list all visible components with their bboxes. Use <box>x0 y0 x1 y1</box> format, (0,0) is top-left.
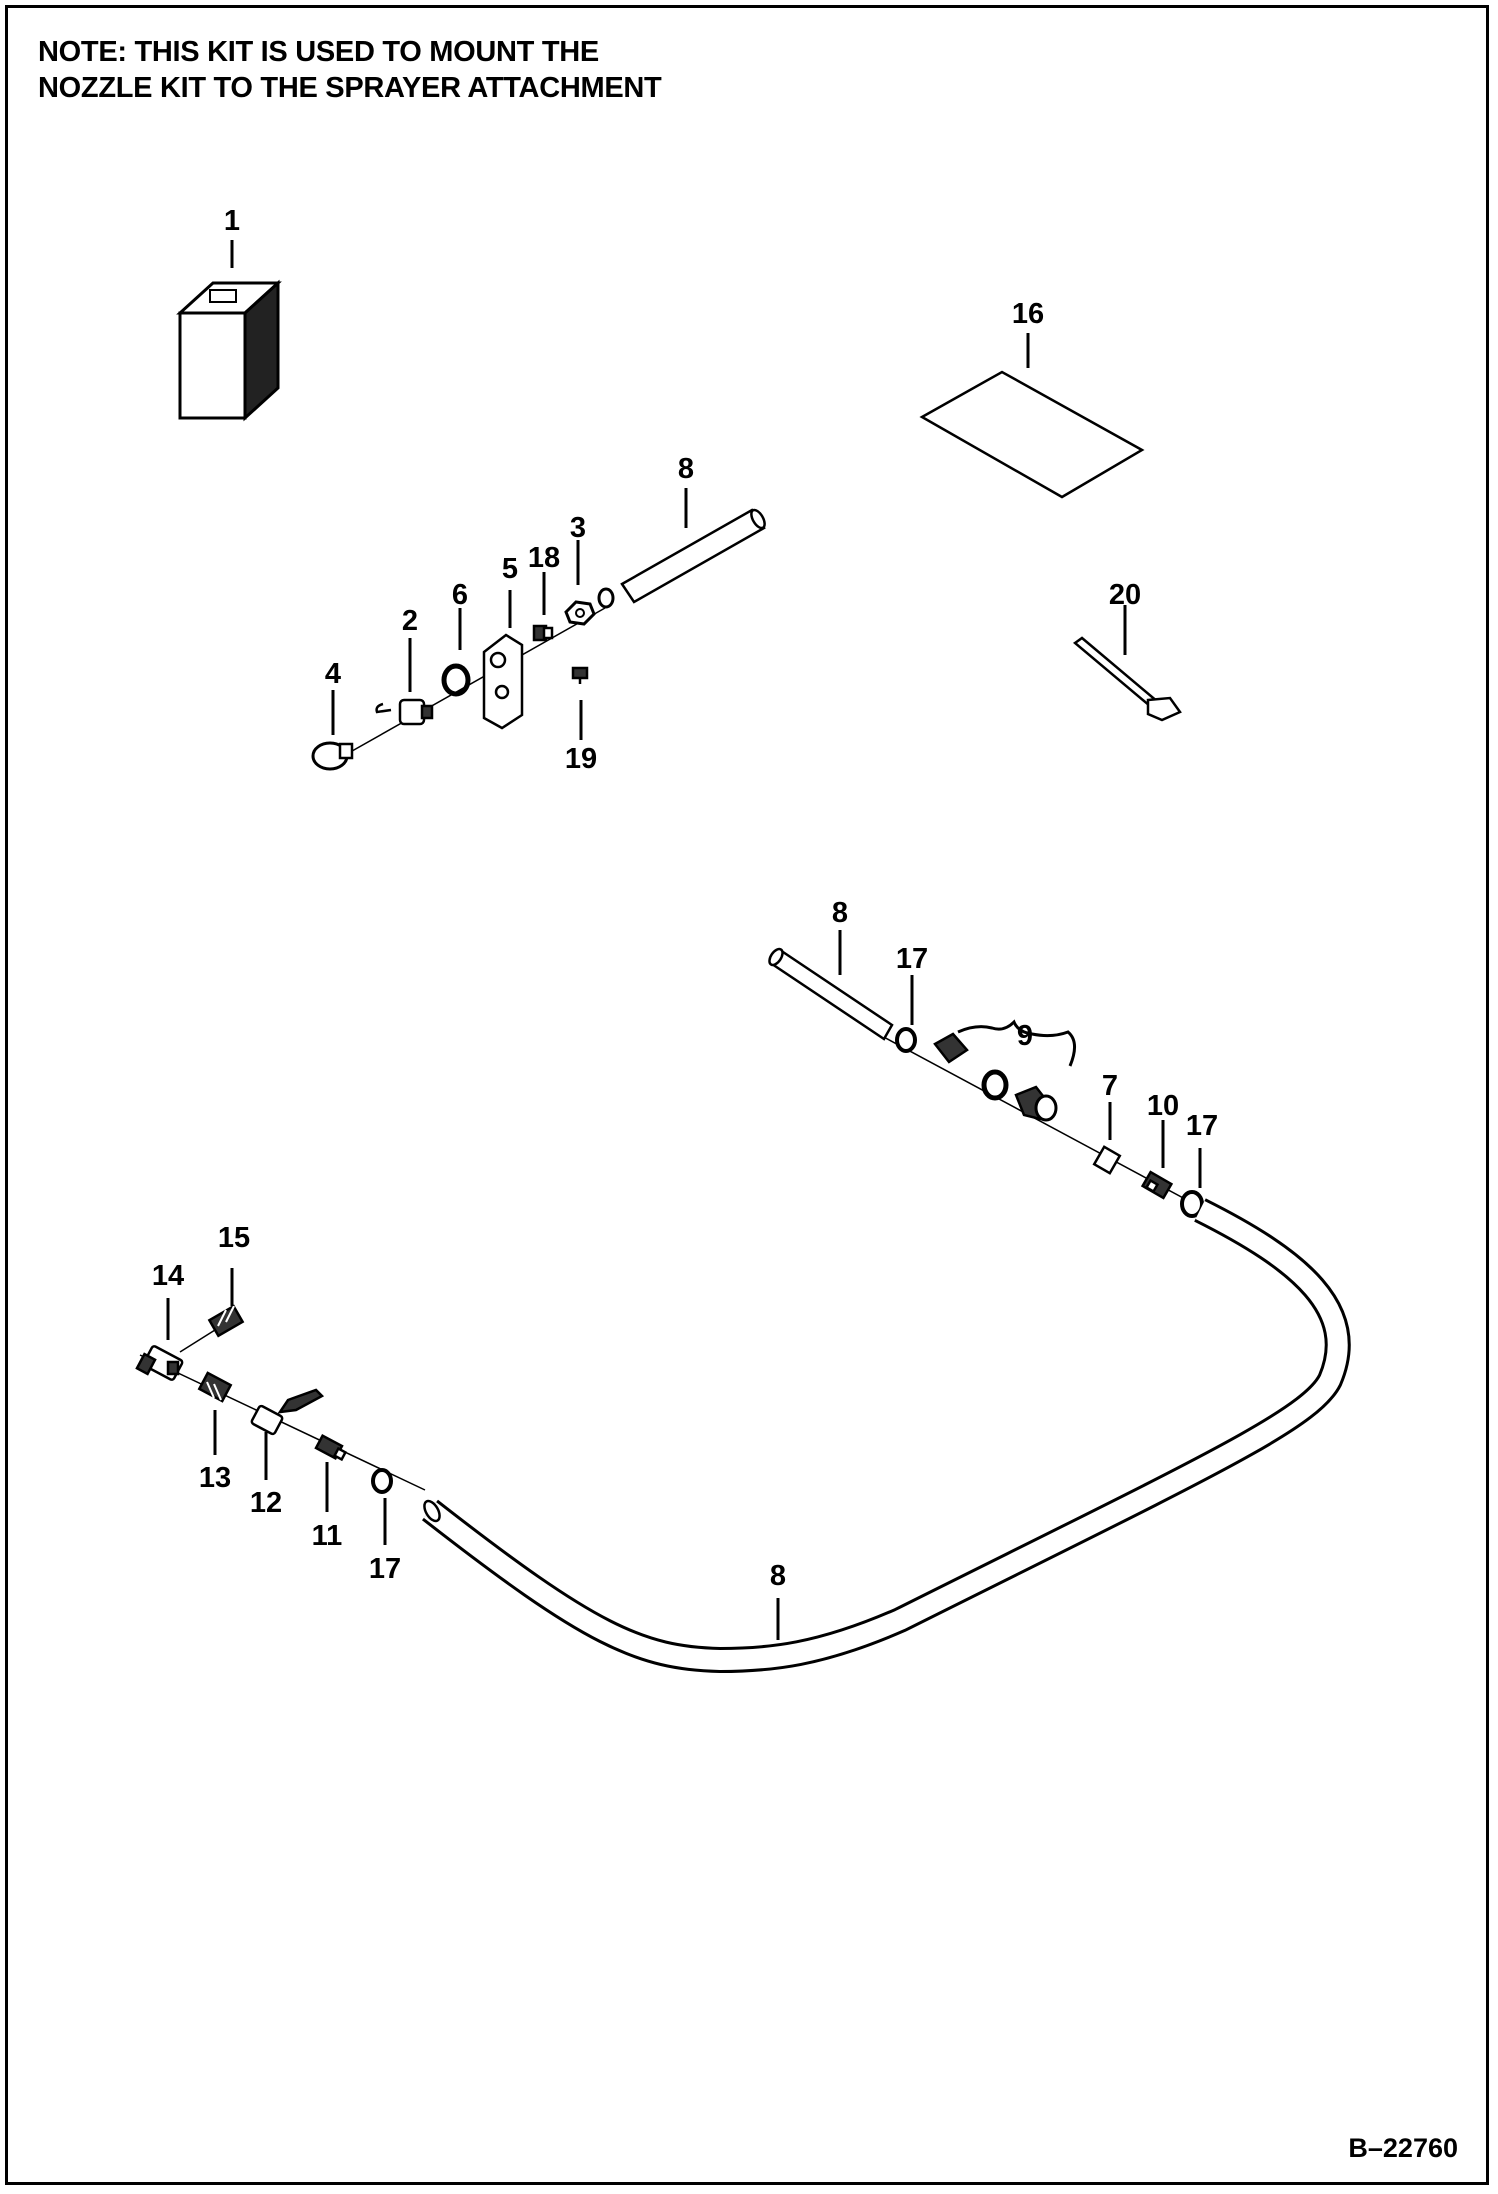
callout-8-short: 8 <box>832 897 848 929</box>
part-8-hose-long <box>421 1198 1351 1674</box>
part-11-fitting <box>314 1433 348 1462</box>
callout-15: 15 <box>218 1222 250 1254</box>
part-8-hose-short <box>770 948 894 1041</box>
part-15-nipple <box>179 1304 245 1353</box>
callout-13: 13 <box>199 1462 231 1494</box>
leader-lines <box>166 240 1202 1640</box>
callout-14: 14 <box>152 1260 184 1292</box>
callout-8-long: 8 <box>770 1560 786 1592</box>
upper-valve-assembly <box>311 508 766 771</box>
callout-6: 6 <box>452 579 468 611</box>
part-1-box <box>176 279 282 422</box>
part-14-tee <box>135 1345 184 1381</box>
part-10-adapter <box>1140 1170 1174 1200</box>
part-19-screw <box>571 666 589 684</box>
part-8-hose-upper <box>620 508 766 604</box>
callout-3: 3 <box>570 512 586 544</box>
callout-19: 19 <box>565 743 597 775</box>
callout-17-right: 17 <box>1186 1110 1218 1142</box>
callout-1: 1 <box>224 205 240 237</box>
part-4-knob <box>311 741 354 771</box>
figure-reference: B–22760 <box>1348 2133 1458 2163</box>
part-2-valve <box>375 698 434 726</box>
part-5-bracket <box>482 633 524 730</box>
callout-18: 18 <box>528 542 560 574</box>
callout-11: 11 <box>312 1520 343 1552</box>
callout-2: 2 <box>402 605 418 637</box>
part-12-ball-valve <box>250 1388 325 1436</box>
part-20-cable-tie <box>1072 636 1182 722</box>
callout-8-upper: 8 <box>678 453 694 485</box>
part-17-clamp-left <box>371 1468 393 1494</box>
callout-17-left: 17 <box>369 1553 401 1585</box>
callout-5: 5 <box>502 553 518 585</box>
part-3-nut <box>564 600 596 626</box>
callout-20: 20 <box>1109 579 1141 611</box>
callout-numbers: 1 16 8 3 18 5 6 2 4 19 20 8 17 9 7 10 17… <box>152 205 1218 1592</box>
callout-4: 4 <box>325 658 341 690</box>
part-18-fitting <box>532 624 554 642</box>
callout-16: 16 <box>1012 298 1044 330</box>
callout-9: 9 <box>1017 1020 1033 1052</box>
part-7-sleeve <box>1092 1145 1122 1175</box>
part-17-clamp-right <box>1180 1190 1204 1218</box>
callout-10: 10 <box>1147 1090 1179 1122</box>
callout-12: 12 <box>250 1487 282 1519</box>
part-6-o-ring <box>441 663 471 697</box>
note-line-1: NOTE: THIS KIT IS USED TO MOUNT THE <box>38 36 599 68</box>
washer-icon <box>597 587 615 609</box>
part-16-decal <box>919 370 1145 499</box>
callout-7: 7 <box>1102 1070 1118 1102</box>
note-line-2: NOZZLE KIT TO THE SPRAYER ATTACHMENT <box>38 72 662 104</box>
part-13-nipple <box>197 1371 233 1403</box>
part-9-nozzle-group <box>933 1019 1076 1122</box>
part-17-clamp-upper <box>895 1027 917 1053</box>
callout-17-upper: 17 <box>896 943 928 975</box>
lower-hose-assembly <box>135 947 1351 1674</box>
